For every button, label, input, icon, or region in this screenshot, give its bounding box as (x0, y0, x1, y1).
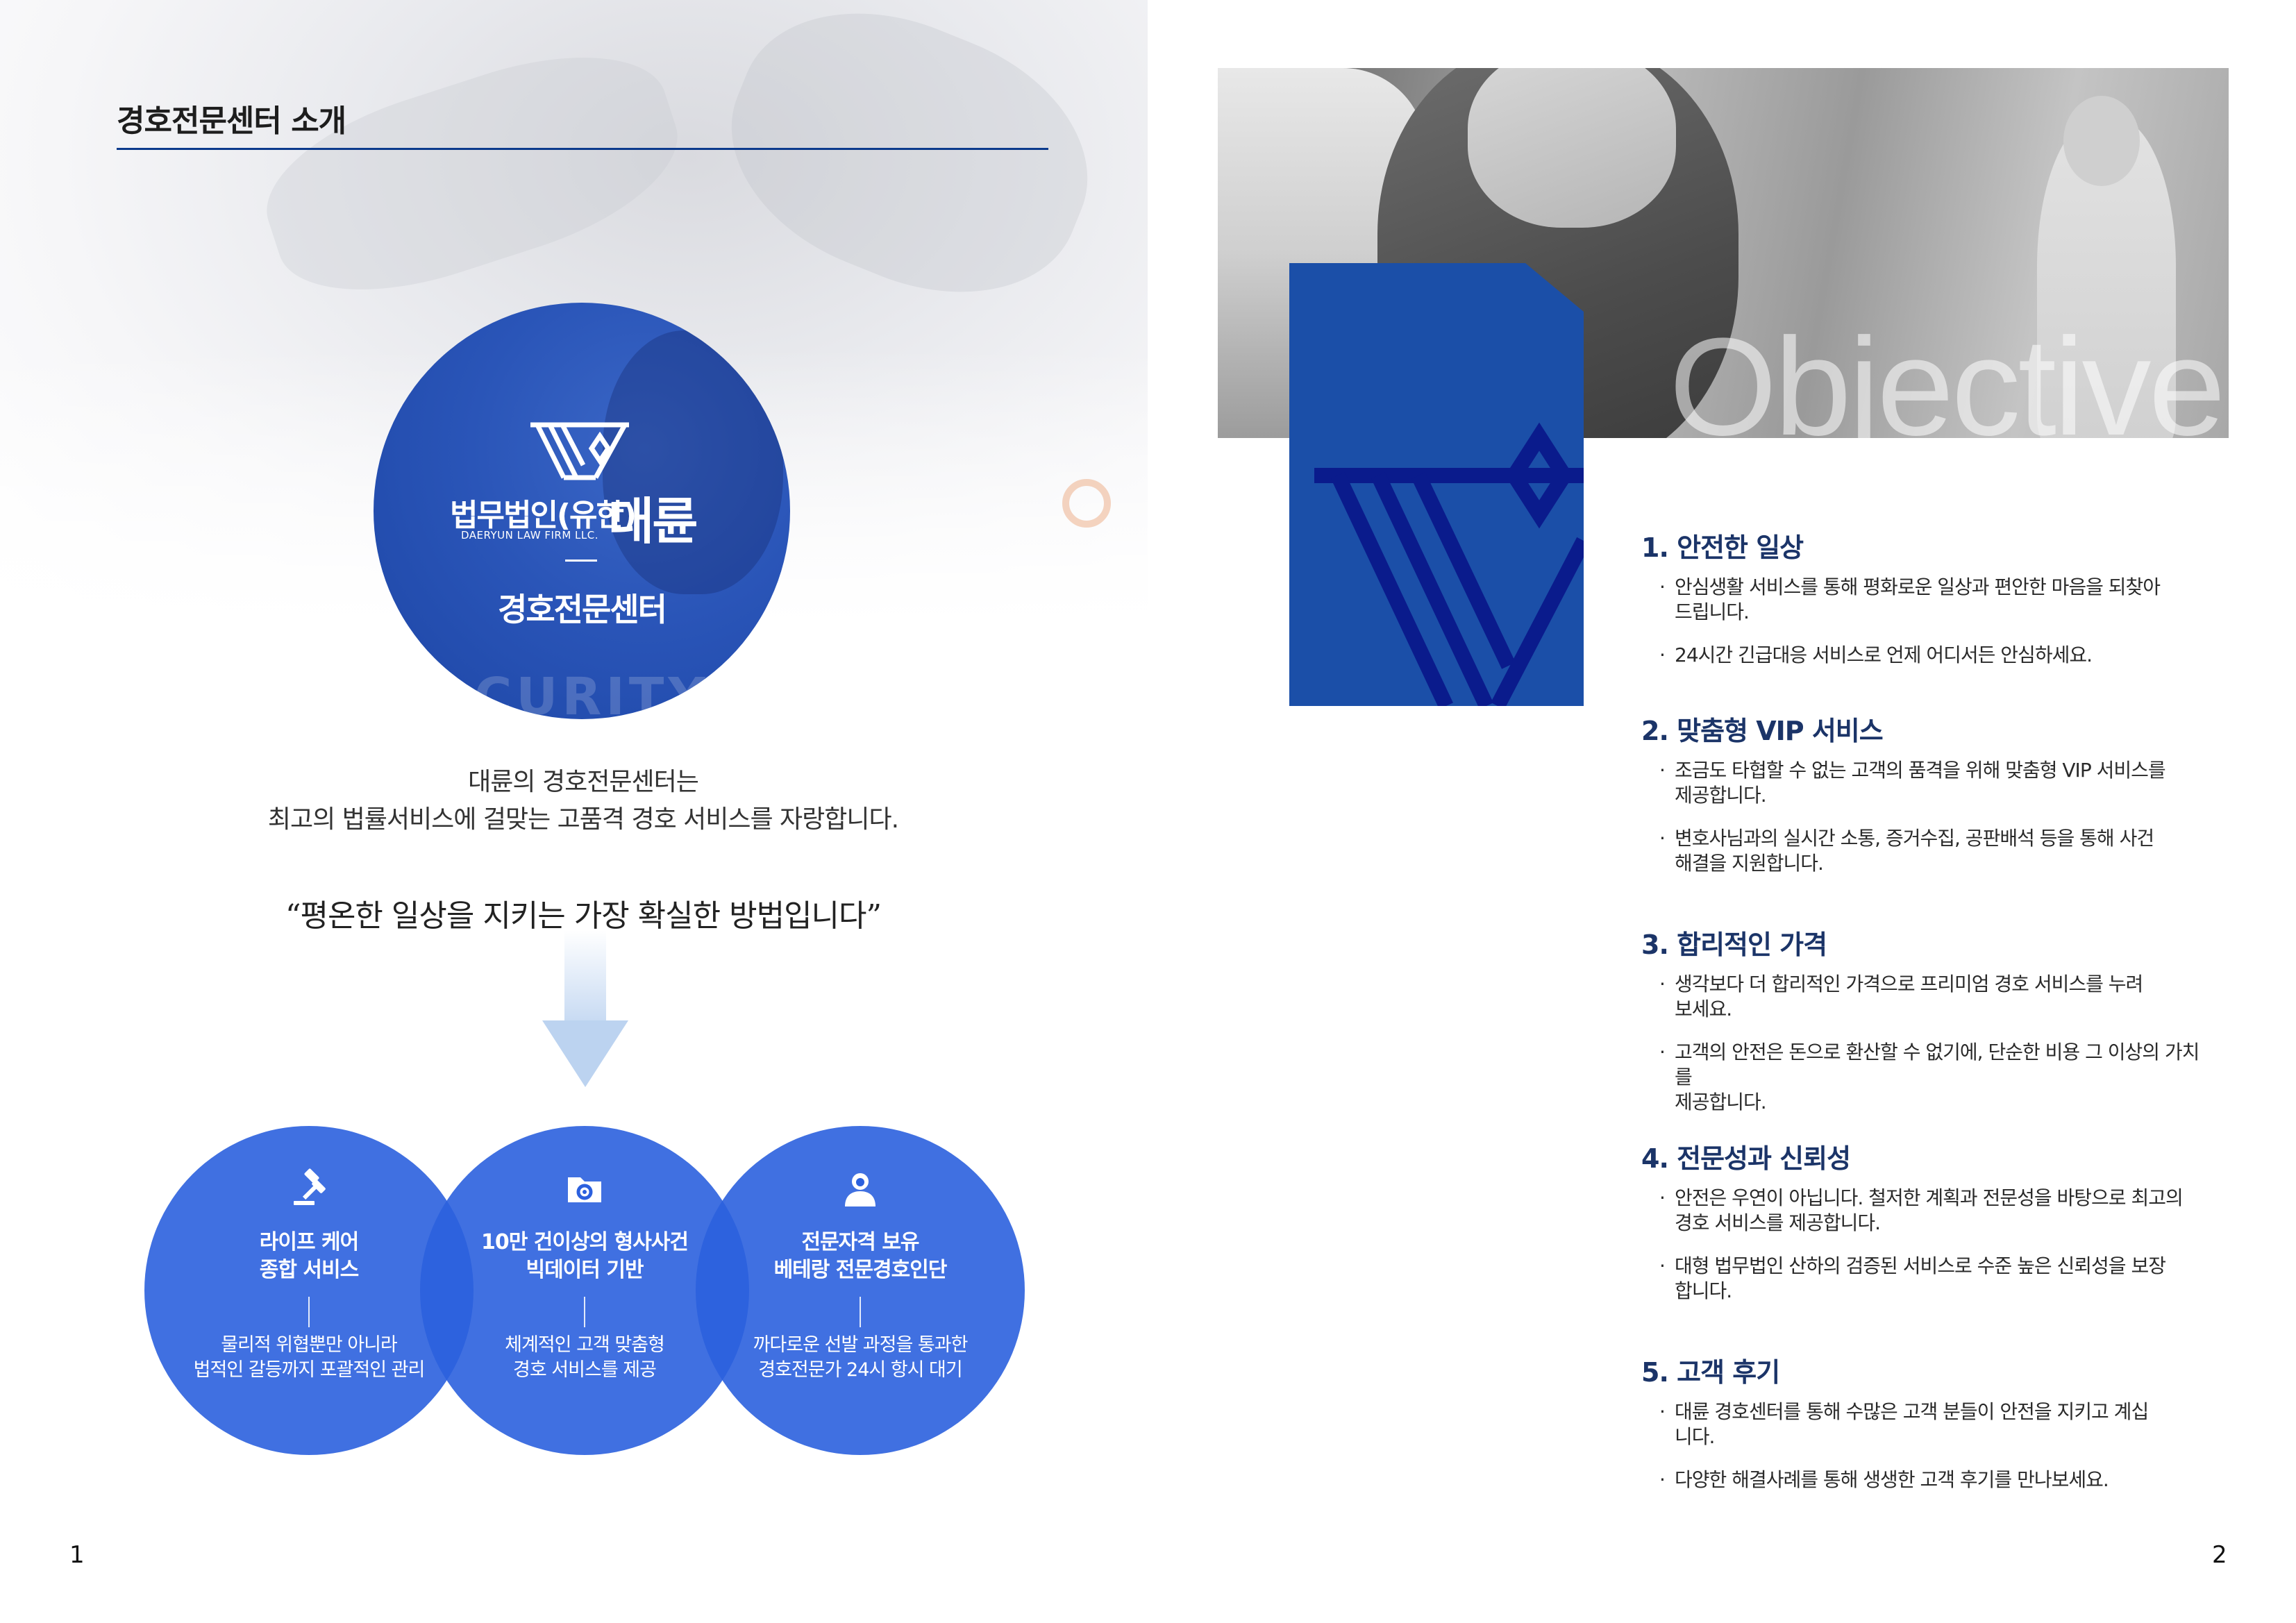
feature-3-desc-line-1: 까다로운 선발 과정을 통과한 (753, 1334, 969, 1356)
background-text: CURITY (474, 667, 710, 719)
feature-circle-3: 전문자격 보유 베테랑 전문경호인단 까다로운 선발 과정을 통과한 경호전문가… (696, 1126, 1025, 1455)
gear-folder-icon (568, 1177, 601, 1202)
feature-3-desc-line-2: 경호전문가 24시 항시 대기 (758, 1359, 963, 1381)
feature-1-title-line-1: 라이프 케어 (259, 1230, 359, 1254)
feature-2-divider (584, 1297, 585, 1327)
magnifier-icon (1062, 479, 1111, 528)
quote-text: “평온한 일상을 지키는 가장 확실한 방법입니다” (285, 898, 882, 934)
feature-2-title-line-1: 10만 건이상의 형사사건 (480, 1230, 689, 1254)
feature-3-title-line-2: 베테랑 전문경호인단 (773, 1258, 948, 1282)
intro-line-2: 최고의 법률서비스에 걸맞는 고품격 경호 서비스를 자랑합니다. (267, 805, 899, 834)
guard-silhouette (603, 330, 783, 594)
page-number-right: 2 (2212, 1541, 2227, 1569)
firm-name-english: DAERYUN LAW FIRM LLC. (461, 529, 598, 541)
feature-1-desc-line-1: 물리적 위협뿐만 아니라 (221, 1334, 398, 1356)
photo-overlay-text: Objective (1669, 310, 2226, 439)
feature-2-desc-line-2: 경호 서비스를 제공 (513, 1359, 657, 1381)
feature-1-title-line-2: 종합 서비스 (259, 1258, 359, 1282)
firm-logo-icon (530, 422, 629, 480)
section-5-title: 5. 고객 후기 (1641, 1357, 1780, 1388)
blue-brand-panel (1289, 263, 1584, 706)
section-2-title: 2. 맞춤형 VIP 서비스 (1641, 716, 1884, 746)
feature-3-divider (860, 1297, 861, 1327)
feature-2-desc-line-1: 체계적인 고객 맞춤형 (505, 1334, 665, 1356)
feature-circle-1: 라이프 케어 종합 서비스 물리적 위협뿐만 아니라 법적인 갈등까지 포괄적인… (144, 1126, 474, 1455)
page-number-left: 1 (69, 1541, 85, 1569)
intro-text: 대륜의 경호전문센터는 최고의 법률서비스에 걸맞는 고품격 경호 서비스를 자… (208, 764, 958, 839)
feature-1-desc-line-2: 법적인 갈등까지 포괄적인 관리 (193, 1359, 426, 1381)
down-arrow-stem (564, 930, 606, 1027)
firm-name-korean: 법무법인(유한) (450, 498, 637, 533)
firm-name-big: 대륜 (608, 492, 698, 550)
gavel-icon (294, 1168, 326, 1205)
feature-1-divider (308, 1297, 310, 1327)
down-arrow-icon (542, 1020, 628, 1087)
section-4-title: 4. 전문성과 신뢰성 (1641, 1143, 1851, 1174)
intro-line-1: 대륜의 경호전문센터는 (468, 768, 699, 796)
feature-2-title-line-2: 빅데이터 기반 (526, 1258, 644, 1282)
feature-3-title-line-1: 전문자격 보유 (801, 1230, 919, 1254)
firm-logo-mark-large (1314, 422, 1584, 706)
guard-person-icon (845, 1173, 875, 1206)
center-name: 경호전문센터 (498, 591, 667, 628)
section-3-title: 3. 합리적인 가격 (1641, 930, 1827, 960)
logo-divider (565, 560, 597, 562)
title-divider (117, 148, 1048, 150)
page-title: 경호전문센터 소개 (117, 103, 346, 139)
logo-circle: CURITY 법무법인(유한) 대륜 DAERYUN LAW FIRM LLC.… (374, 303, 790, 719)
feature-circle-2: 10만 건이상의 형사사건 빅데이터 기반 체계적인 고객 맞춤형 경호 서비스… (420, 1126, 749, 1455)
section-1-title: 1. 안전한 일상 (1641, 532, 1804, 563)
